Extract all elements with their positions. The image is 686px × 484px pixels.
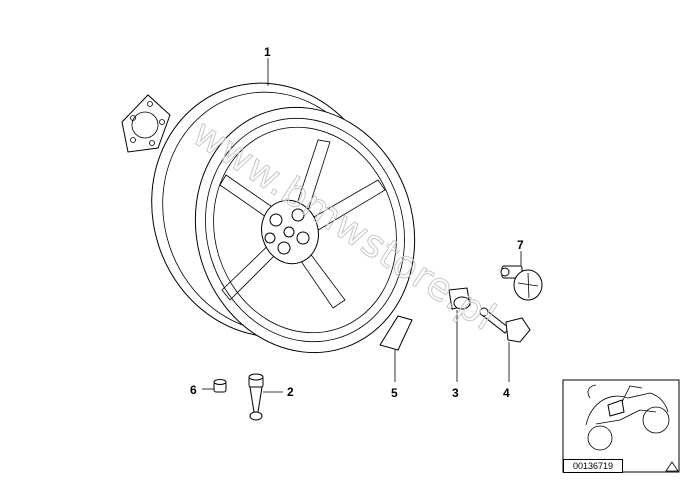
balance-weight[interactable] (379, 315, 413, 351)
callout-5: 5 (391, 386, 398, 400)
motorcycle-thumbnail[interactable] (562, 379, 680, 473)
callout-6: 6 (190, 383, 197, 397)
corner-triangle-icon (665, 461, 679, 472)
callout-4: 4 (503, 386, 510, 400)
valve[interactable] (248, 373, 264, 421)
callout-3: 3 (452, 386, 459, 400)
valve-cap[interactable] (213, 379, 227, 393)
spacer-ring[interactable] (121, 94, 171, 153)
callout-7: 7 (517, 238, 524, 252)
callout-2: 2 (287, 385, 294, 399)
reference-number: 00136719 (563, 459, 623, 473)
grommet[interactable] (448, 287, 471, 310)
callout-1: 1 (264, 45, 271, 59)
wheel-rim[interactable] (119, 53, 446, 382)
center-cap[interactable] (500, 265, 543, 301)
bolt[interactable] (479, 307, 531, 343)
